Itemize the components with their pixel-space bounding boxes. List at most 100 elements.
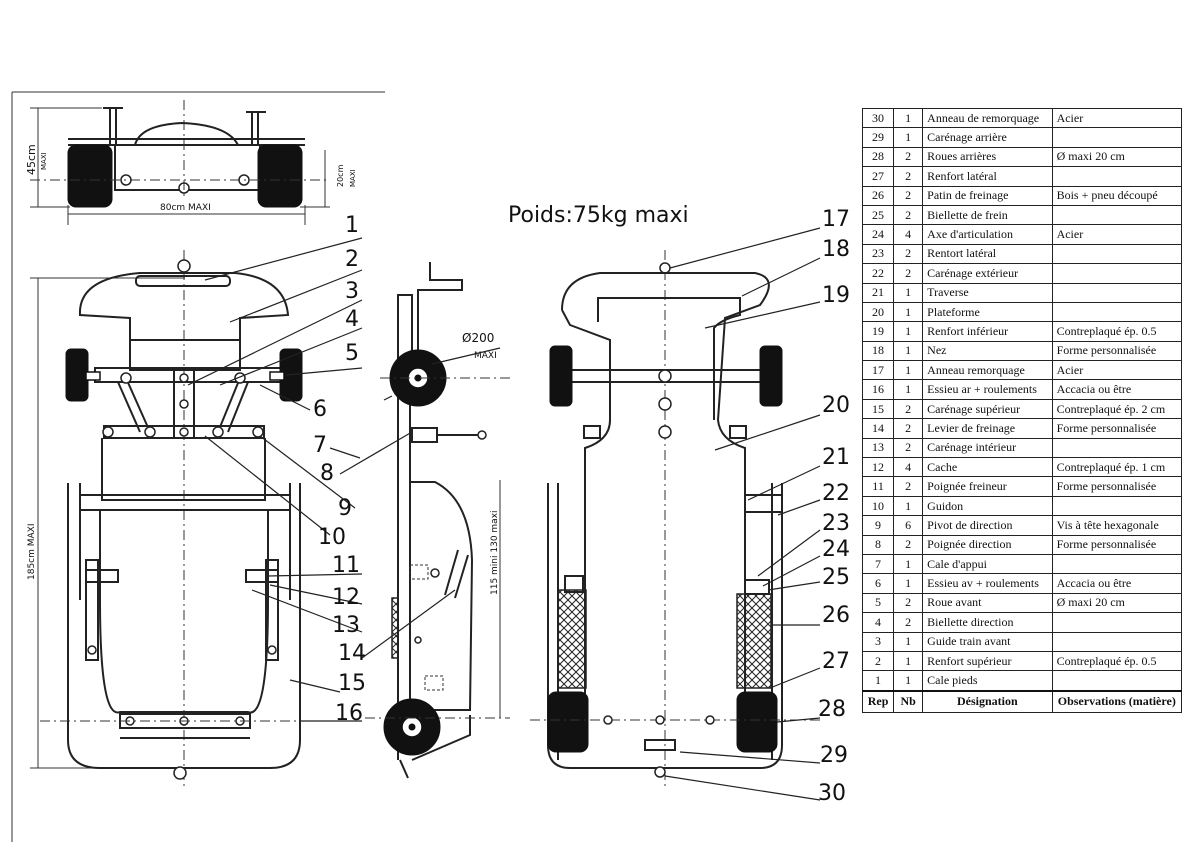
callout-13: 13 bbox=[332, 613, 360, 638]
under-rear-hole-2 bbox=[655, 715, 665, 725]
cell-rep: 5 bbox=[861, 592, 895, 614]
cell-designation: Poignée freineur bbox=[922, 476, 1053, 497]
callout-20: 20 bbox=[822, 393, 850, 418]
side-pin-head bbox=[477, 430, 487, 440]
cell-rep: 8 bbox=[861, 534, 895, 555]
callout-9: 9 bbox=[338, 496, 352, 521]
callout-16: 16 bbox=[335, 701, 363, 726]
leader-25 bbox=[767, 581, 821, 591]
cell-designation: Renfort supérieur bbox=[922, 650, 1053, 672]
leader-6 bbox=[259, 384, 311, 411]
leader-12 bbox=[269, 584, 363, 605]
under-hole-2 bbox=[658, 397, 672, 411]
under-left-bracket bbox=[583, 425, 601, 439]
cell-observations: Accacia ou être bbox=[1051, 573, 1183, 594]
cell-nb: 2 bbox=[893, 612, 924, 633]
cell-rep: 23 bbox=[861, 243, 895, 265]
axle-dim-suffix: MAXI bbox=[349, 169, 357, 187]
front-left-wheel bbox=[67, 144, 113, 208]
cell-designation: Guidon bbox=[922, 495, 1053, 517]
cell-rep: 12 bbox=[861, 457, 895, 478]
cell-designation: Essieu av + roulements bbox=[922, 573, 1053, 594]
cell-observations: Contreplaqué ép. 2 cm bbox=[1051, 398, 1183, 420]
cell-observations bbox=[1051, 437, 1183, 459]
cell-observations bbox=[1051, 670, 1183, 692]
cell-designation: Carénage extérieur bbox=[922, 263, 1053, 284]
parts-list-header: Rep Nb Désignation Observations (matière… bbox=[861, 689, 1183, 713]
cell-nb: 1 bbox=[893, 379, 924, 400]
cell-observations bbox=[1051, 166, 1183, 187]
leader-18 bbox=[741, 257, 821, 297]
side-brake-pad bbox=[391, 597, 399, 659]
leader-10 bbox=[204, 435, 331, 536]
under-right-brake-pad bbox=[736, 593, 772, 689]
callout-12: 12 bbox=[332, 585, 360, 610]
plan-link-left-2 bbox=[117, 381, 141, 433]
callout-21: 21 bbox=[822, 445, 850, 470]
under-nose bbox=[561, 272, 770, 490]
callout-30: 30 bbox=[818, 781, 846, 806]
plan-hb-4 bbox=[212, 426, 224, 438]
side-clearance-label: 115 mini 130 maxi bbox=[490, 510, 500, 595]
side-brake-lever-2 bbox=[454, 554, 469, 599]
cell-designation: Carénage intérieur bbox=[922, 437, 1053, 459]
leader-22 bbox=[777, 499, 821, 516]
side-wheel-dia-leader bbox=[431, 347, 501, 365]
under-front-left-wheel bbox=[549, 345, 573, 407]
front-right-wheel bbox=[257, 144, 303, 208]
cell-rep: 11 bbox=[861, 476, 895, 497]
cell-nb: 4 bbox=[893, 224, 924, 245]
plan-body bbox=[67, 483, 301, 769]
plan-right-hub bbox=[269, 371, 285, 381]
cell-rep: 17 bbox=[861, 360, 895, 381]
callout-26: 26 bbox=[822, 603, 850, 628]
cell-designation: Roue avant bbox=[922, 592, 1053, 614]
cell-rep: 14 bbox=[861, 418, 895, 439]
cell-rep: 27 bbox=[861, 166, 895, 187]
cell-nb: 1 bbox=[893, 301, 924, 323]
plan-deck bbox=[101, 438, 266, 501]
cell-observations bbox=[1051, 282, 1183, 303]
cell-nb: 2 bbox=[893, 418, 924, 439]
cell-rep: 13 bbox=[861, 437, 895, 459]
front-chassis bbox=[114, 144, 261, 191]
leader-19 bbox=[704, 301, 821, 329]
cell-nb: 2 bbox=[893, 166, 924, 187]
cell-observations bbox=[1051, 612, 1183, 633]
leader-24 bbox=[762, 555, 821, 587]
cell-nb: 2 bbox=[893, 146, 924, 168]
cell-nb: 1 bbox=[893, 553, 924, 575]
cell-rep: 3 bbox=[861, 631, 895, 652]
callout-25: 25 bbox=[822, 565, 850, 590]
leader-23 bbox=[757, 529, 821, 577]
under-nose-inner bbox=[597, 297, 741, 420]
cell-designation: Biellette direction bbox=[922, 612, 1053, 633]
cell-rep: 28 bbox=[861, 146, 895, 168]
plan-pivot-3 bbox=[179, 373, 189, 383]
plan-link-right-2 bbox=[227, 381, 249, 433]
callout-3: 3 bbox=[345, 279, 359, 304]
cell-designation: Axe d'articulation bbox=[922, 224, 1053, 245]
callout-5: 5 bbox=[345, 341, 359, 366]
cell-nb: 1 bbox=[893, 321, 924, 342]
plan-brake-left-pin bbox=[87, 645, 97, 655]
cell-nb: 1 bbox=[893, 670, 924, 692]
cell-nb: 1 bbox=[893, 340, 924, 362]
callout-29: 29 bbox=[820, 743, 848, 768]
plan-guide bbox=[129, 339, 241, 371]
cell-nb: 2 bbox=[893, 204, 924, 226]
cell-designation: Nez bbox=[922, 340, 1053, 362]
cell-observations: Ø maxi 20 cm bbox=[1051, 592, 1183, 614]
leader-7 bbox=[329, 447, 361, 459]
under-left-link bbox=[564, 575, 584, 593]
cell-nb: 4 bbox=[893, 457, 924, 478]
cell-nb: 2 bbox=[893, 592, 924, 614]
